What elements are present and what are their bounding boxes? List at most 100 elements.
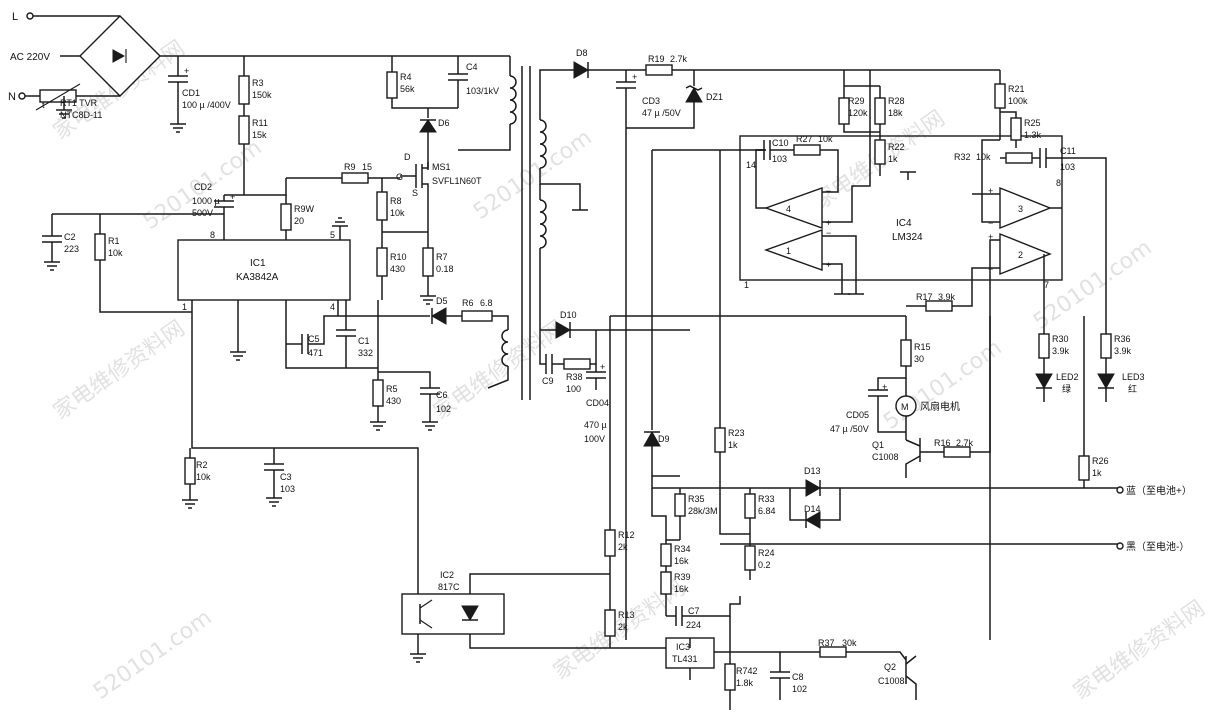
- rt1-t-label: t: [42, 100, 45, 110]
- svg-text:R8: R8: [390, 196, 402, 206]
- resistor-r12-r13: R12 2k R13 2k: [604, 315, 906, 648]
- svg-text:Q2: Q2: [884, 662, 896, 672]
- svg-text:CD2: CD2: [194, 182, 212, 192]
- svg-text:R3: R3: [252, 78, 264, 88]
- ground-icon: [332, 217, 348, 227]
- svg-text:471: 471: [308, 348, 323, 358]
- input-section: L N AC 220V t RT1 TVR NTC8D-11: [8, 11, 510, 120]
- svg-text:D14: D14: [804, 504, 821, 514]
- svg-text:10k: 10k: [196, 472, 211, 482]
- svg-text:R27: R27: [796, 134, 813, 144]
- svg-text:LED2: LED2: [1056, 372, 1079, 382]
- svg-text:DZ1: DZ1: [706, 92, 723, 102]
- resistor-r8-r10: R8 10k R10 430: [376, 178, 428, 300]
- svg-text:TL431: TL431: [672, 654, 698, 664]
- svg-text:103: 103: [1060, 162, 1075, 172]
- svg-text:R34: R34: [674, 544, 691, 554]
- svg-text:817C: 817C: [438, 582, 460, 592]
- svg-text:R10: R10: [390, 252, 407, 262]
- snubber-r4-c4-d6: R4 56k C4 103/1kV D6: [386, 56, 499, 162]
- terminal-l: [26, 12, 34, 20]
- svg-text:100 µ /400V: 100 µ /400V: [182, 100, 231, 110]
- ic4-lm324: IC4 LM324 14 8 1 7 4 − + 1 − + 3 + − 2 +: [739, 70, 1063, 330]
- svg-text:C2: C2: [64, 232, 76, 242]
- svg-text:6.84: 6.84: [758, 506, 776, 516]
- svg-text:R2: R2: [196, 460, 208, 470]
- svg-text:10k: 10k: [108, 248, 123, 258]
- svg-text:56k: 56k: [400, 84, 415, 94]
- svg-text:R36: R36: [1114, 334, 1131, 344]
- output-section: R23 1k 蓝（至电池+） R35 28k/3M R33 6.84 D13 D…: [651, 150, 1192, 640]
- svg-text:R19: R19: [648, 54, 665, 64]
- diode-d9: D9: [643, 149, 766, 477]
- svg-text:R24: R24: [758, 548, 775, 558]
- ic2-optocoupler-817c: IC2 817C: [401, 570, 690, 663]
- svg-text:IC2: IC2: [440, 570, 454, 580]
- label-battery-negative: 黑（至电池-）: [1126, 540, 1189, 553]
- svg-text:+: +: [632, 72, 637, 82]
- svg-text:15: 15: [362, 162, 372, 172]
- mosfet-ms1: D G S MS1 SVFL1N60T: [396, 152, 482, 198]
- ground-icon: [370, 421, 386, 431]
- svg-text:332: 332: [358, 348, 373, 358]
- resistor-r7: R7 0.18: [420, 196, 454, 305]
- svg-text:C10: C10: [772, 138, 789, 148]
- ground-icon: [44, 261, 60, 271]
- terminal-battery-negative[interactable]: [1116, 542, 1124, 550]
- svg-text:C7: C7: [688, 606, 700, 616]
- fan-driver: R15 30 + CD05 47 µ /50V M 风扇电机 Q1 C1008 …: [830, 316, 991, 478]
- indicator-leds: R30 3.9k LED2 绿 R36 3.9k LED3 红: [1035, 330, 1145, 402]
- svg-text:+: +: [826, 218, 831, 228]
- rt1-value: NTC8D-11: [60, 110, 102, 120]
- svg-text:+: +: [600, 362, 605, 372]
- svg-text:R1: R1: [108, 236, 120, 246]
- svg-text:C9: C9: [542, 376, 554, 386]
- svg-text:0.18: 0.18: [436, 264, 454, 274]
- svg-text:R29: R29: [848, 96, 865, 106]
- watermark-domain: 520101.com: [89, 605, 216, 705]
- svg-text:风扇电机: 风扇电机: [920, 400, 960, 413]
- svg-text:+: +: [230, 192, 235, 202]
- svg-text:D5: D5: [436, 296, 448, 306]
- svg-text:R742: R742: [736, 666, 758, 676]
- svg-text:C1008: C1008: [872, 452, 899, 462]
- svg-text:102: 102: [792, 684, 807, 694]
- svg-text:+: +: [826, 260, 831, 270]
- capacitor-c2-resistor-r1: C2 223 R1 10k: [42, 213, 192, 313]
- svg-text:R17: R17: [916, 292, 933, 302]
- svg-text:D: D: [404, 152, 411, 162]
- svg-text:R35: R35: [688, 494, 705, 504]
- svg-text:R28: R28: [888, 96, 905, 106]
- svg-text:3.9k: 3.9k: [1114, 346, 1132, 356]
- svg-text:6.8: 6.8: [480, 298, 493, 308]
- terminal-n: [18, 92, 26, 100]
- svg-text:MS1: MS1: [432, 162, 451, 172]
- svg-text:M: M: [901, 402, 909, 412]
- svg-text:30: 30: [914, 354, 924, 364]
- watermark-site: 家电维修资料网: [1069, 596, 1208, 705]
- svg-text:D9: D9: [658, 434, 670, 444]
- svg-text:120k: 120k: [848, 108, 868, 118]
- svg-text:R38: R38: [566, 372, 583, 382]
- capacitor-c5-c1: C5 471 C1 332: [286, 315, 373, 368]
- svg-text:CD04: CD04: [586, 398, 609, 408]
- svg-text:R15: R15: [914, 342, 931, 352]
- svg-text:18k: 18k: [888, 108, 903, 118]
- watermark-site: 家电维修资料网: [49, 316, 190, 425]
- svg-text:103: 103: [772, 154, 787, 164]
- terminal-battery-positive[interactable]: [1116, 486, 1124, 494]
- label-n: N: [8, 91, 16, 103]
- ground-icon: [422, 421, 438, 431]
- svg-text:R37: R37: [818, 638, 835, 648]
- svg-text:103/1kV: 103/1kV: [466, 86, 499, 96]
- svg-text:16k: 16k: [674, 584, 689, 594]
- svg-text:3: 3: [1018, 204, 1023, 214]
- svg-text:2k: 2k: [618, 622, 628, 632]
- svg-text:14: 14: [746, 160, 756, 170]
- svg-text:1: 1: [744, 280, 749, 290]
- svg-text:102: 102: [436, 404, 451, 414]
- opamp-2: [999, 232, 1052, 276]
- svg-text:2.7k: 2.7k: [956, 438, 974, 448]
- svg-text:223: 223: [64, 244, 79, 254]
- svg-text:8: 8: [210, 230, 215, 240]
